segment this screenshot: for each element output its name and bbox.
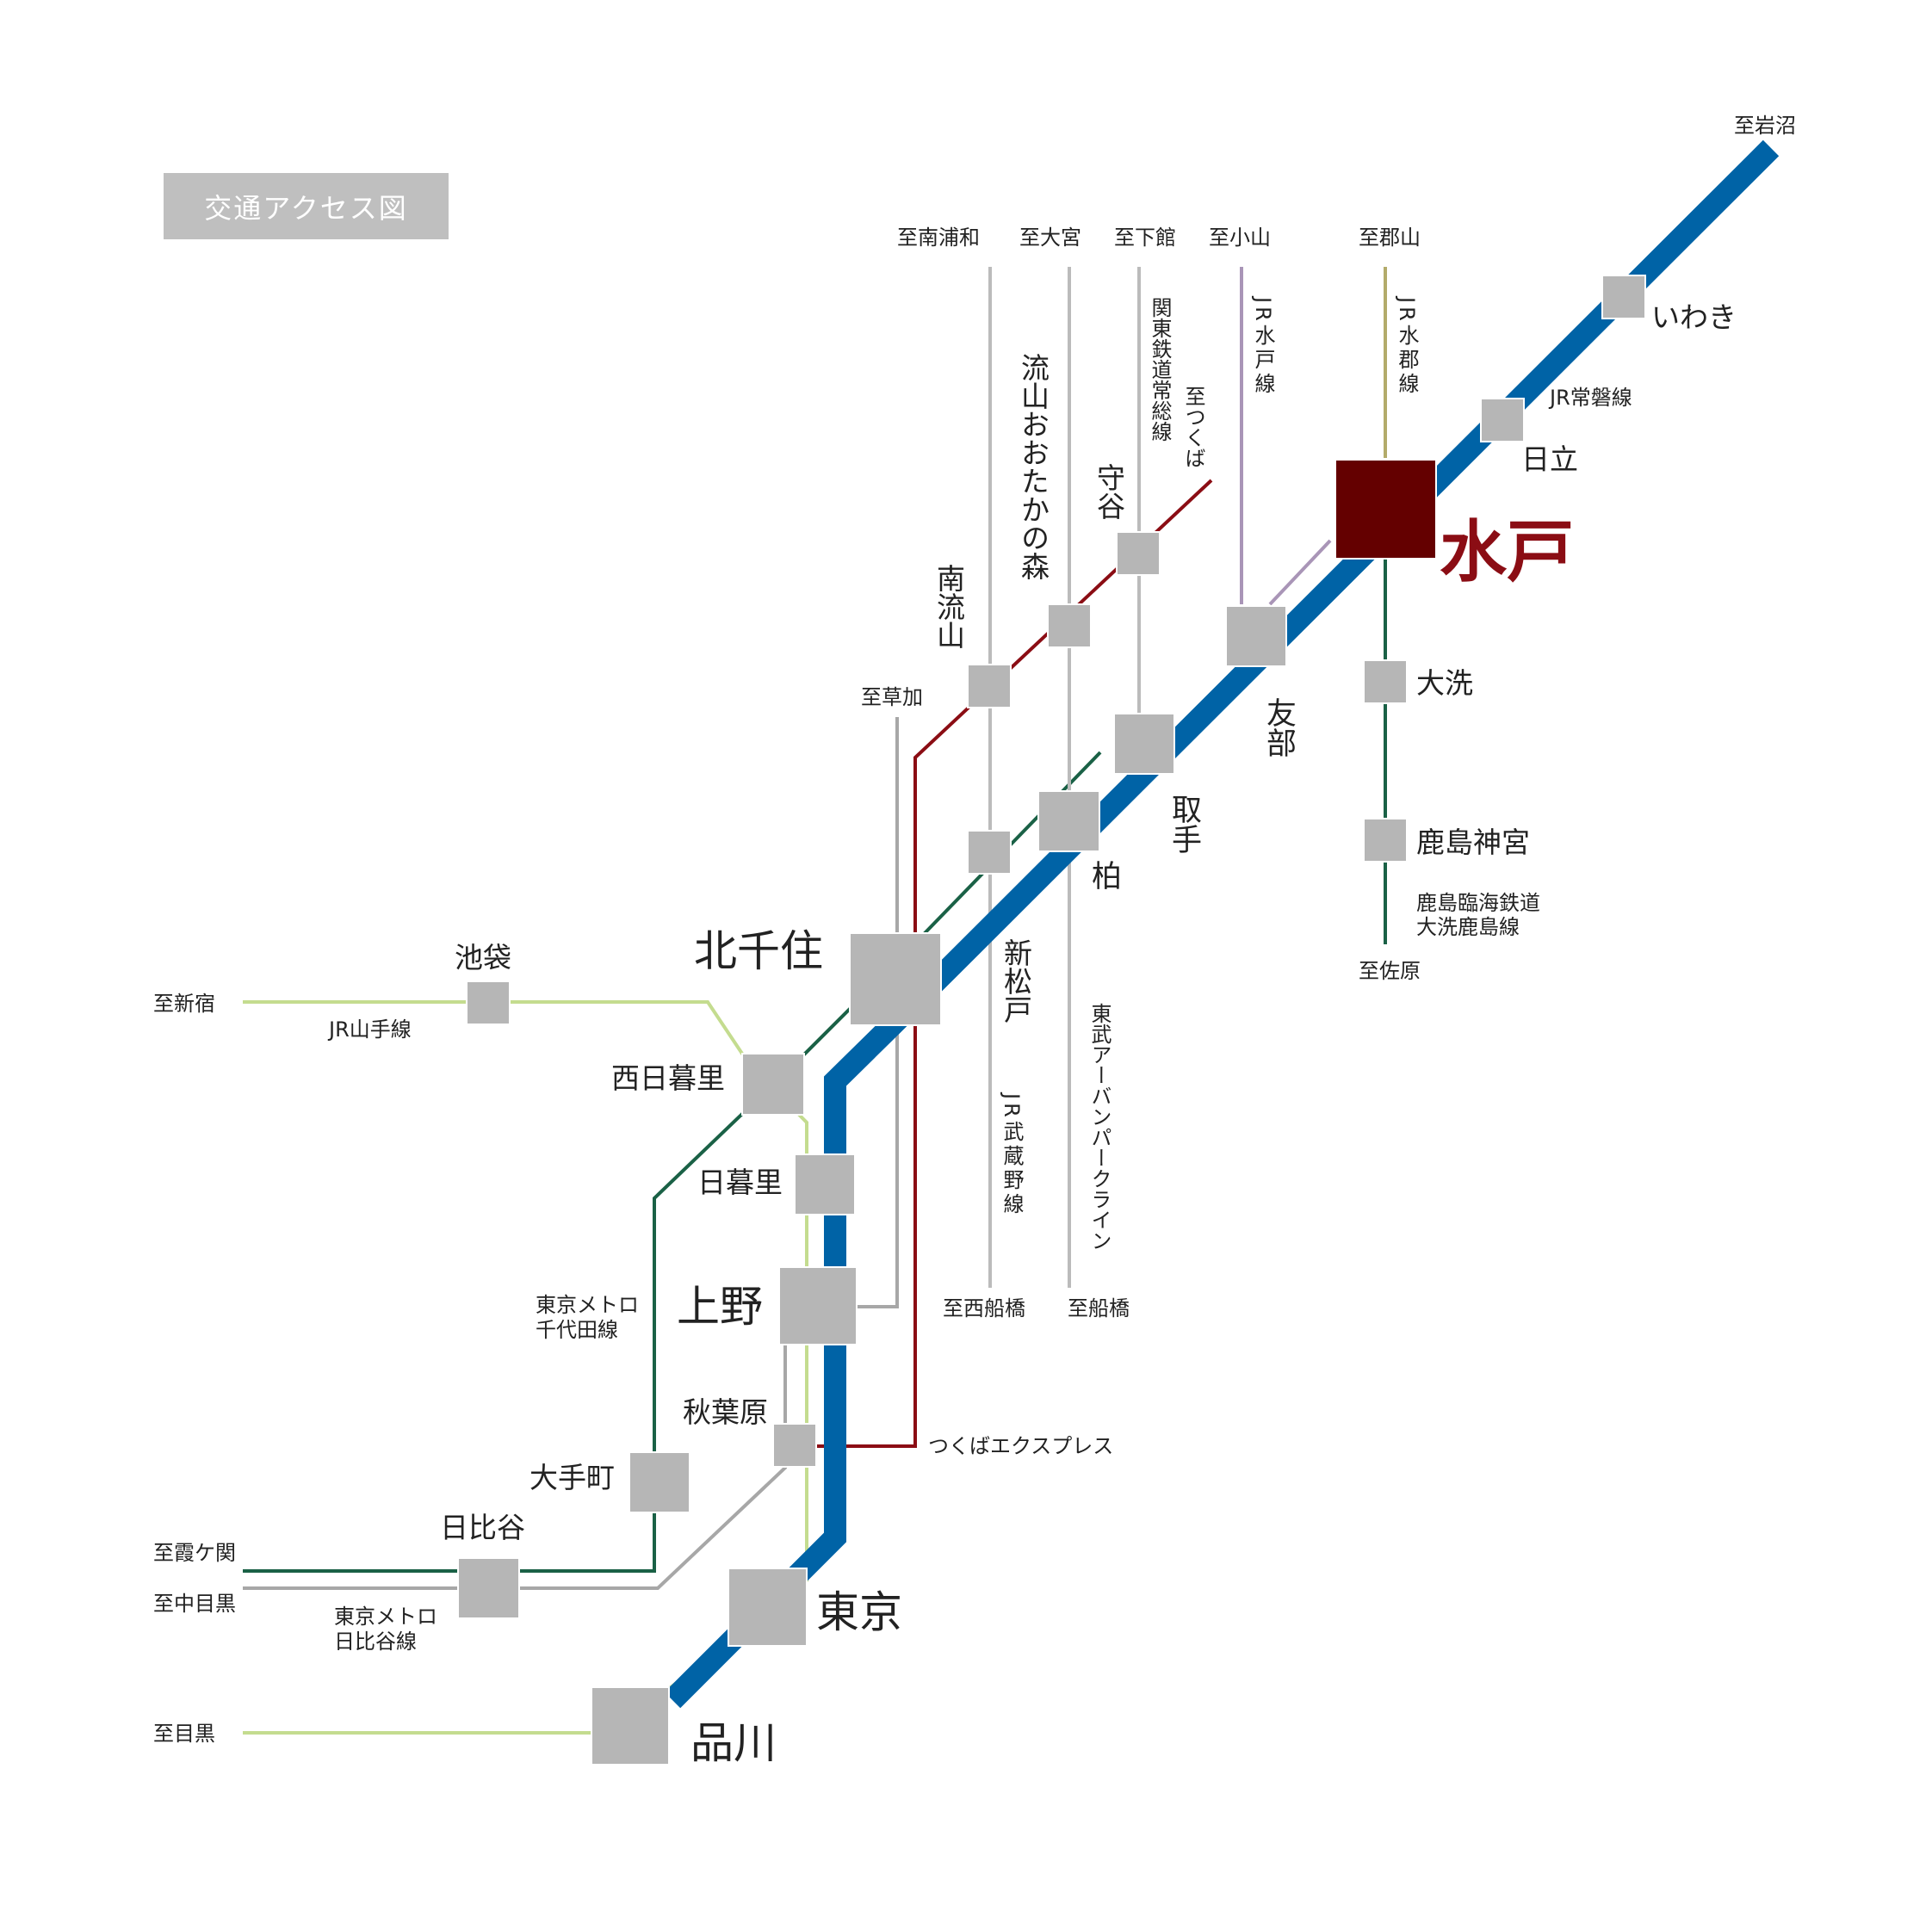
station-label-ueno: 上野 [677,1282,763,1332]
hibiya-line [243,1336,787,1590]
destination-shimodate: 至下館 [1114,226,1176,250]
destination-koriyama: 至郡山 [1359,226,1421,250]
station-label-nishinippori: 西日暮里 [611,1061,725,1095]
line-label-hibiya-name: 日比谷線 [334,1630,417,1654]
line-label-musashino: JR武蔵野線 [1000,1092,1024,1217]
station-box-kashiwa[interactable] [1037,790,1100,852]
station-label-nippori: 日暮里 [697,1166,783,1199]
station-label-kitasenju: 北千住 [694,926,823,976]
destination-sawara: 至佐原 [1359,959,1421,983]
station-label-moriya: 守谷 [1093,463,1126,520]
station-box-hibiya[interactable] [457,1557,520,1619]
destination-nishifunabashi: 至西船橋 [943,1296,1025,1320]
destination-funabashi: 至船橋 [1068,1296,1130,1320]
line-label-joban: JR常磐線 [1548,386,1632,410]
station-label-shinagawa: 品川 [690,1718,777,1768]
destination-soka: 至草加 [861,685,923,709]
line-label-joso: 関東鉄道常総線 [1148,297,1172,442]
station-box-otakanomori[interactable] [1047,603,1092,648]
station-label-shinmatsudo: 新松戸 [1000,938,1033,1024]
line-label-chiyoda: 東京メトロ [536,1293,639,1317]
station-box-oarai[interactable] [1363,659,1408,704]
destination-tsukuba: 至つくば [1181,386,1205,468]
station-label-ikebukuro: 池袋 [455,941,511,974]
station-label-mito: 水戸 [1440,513,1574,591]
map-title: 交通アクセス図 [164,173,449,239]
station-box-nippori[interactable] [794,1153,856,1215]
station-label-iwaki: いわき [1651,300,1737,334]
station-label-hibiya: 日比谷 [440,1511,525,1544]
destination-iwanuma: 至岩沼 [1734,114,1796,138]
yamanote-line [243,1000,808,1715]
station-label-tokyo: 東京 [816,1587,902,1637]
station-label-tomobe: 友部 [1261,697,1296,758]
destination-meguro: 至目黒 [153,1722,215,1746]
station-label-akihabara: 秋葉原 [683,1395,768,1429]
station-box-minaminagareyama[interactable] [967,664,1012,708]
station-box-toride[interactable] [1113,713,1175,775]
station-box-mito[interactable] [1334,459,1437,560]
station-box-ikebukuro[interactable] [466,980,511,1025]
station-label-kashiwa: 柏 [1092,860,1122,894]
station-label-kashimajingu: 鹿島神宮 [1416,826,1530,859]
line-label-yamanote: JR山手線 [327,1017,412,1042]
grey-line-ueno [857,717,899,1308]
station-box-ueno[interactable] [778,1266,858,1345]
line-label-tsukuba-express: つくばエクスプレス [928,1434,1113,1458]
station-label-minaminagareyama: 南流山 [932,564,966,649]
station-box-shinmatsudo[interactable] [967,830,1012,875]
station-label-oarai: 大洗 [1416,666,1473,700]
destination-shinjuku: 至新宿 [153,992,215,1016]
station-box-akihabara[interactable] [772,1423,817,1468]
station-box-tokyo[interactable] [728,1568,808,1647]
line-label-oarai-kashima: 大洗鹿島線 [1416,915,1520,939]
station-label-otakanomori: 流山おおたかの森 [1017,353,1050,580]
joban-line [664,139,1780,1709]
station-label-toride: 取手 [1167,794,1201,854]
station-box-nishinippori[interactable] [741,1053,805,1116]
destination-nakameguro: 至中目黒 [153,1592,236,1616]
mito-line [1240,267,1332,606]
station-box-kashimajingu[interactable] [1363,818,1408,863]
destination-kasumigaseki: 至霞ケ関 [153,1541,236,1565]
line-label-tobu: 東武アーバンパークライン [1087,1003,1112,1251]
destination-omiya: 至大宮 [1019,226,1081,250]
station-box-otemachi[interactable] [629,1451,690,1513]
line-label-kashima-rinkai: 鹿島臨海鉄道 [1416,891,1540,915]
station-box-shinagawa[interactable] [591,1686,670,1766]
station-box-kitasenju[interactable] [849,932,942,1026]
station-box-tomobe[interactable] [1225,605,1287,667]
station-box-moriya[interactable] [1116,531,1161,576]
destination-oyama: 至小山 [1209,226,1271,250]
station-box-iwaki[interactable] [1601,275,1646,319]
station-label-hitachi: 日立 [1521,442,1578,476]
line-label-suigun: JR水郡線 [1395,295,1419,397]
line-label-mitoline: JR水戸線 [1251,295,1275,397]
line-label-chiyoda-name: 千代田線 [536,1318,618,1342]
station-box-hitachi[interactable] [1480,398,1525,442]
line-label-hibiya: 東京メトロ [334,1605,437,1629]
map-title-text: 交通アクセス図 [204,191,408,225]
destination-minamiurawa: 至南浦和 [897,226,980,250]
station-label-otemachi: 大手町 [529,1461,615,1494]
